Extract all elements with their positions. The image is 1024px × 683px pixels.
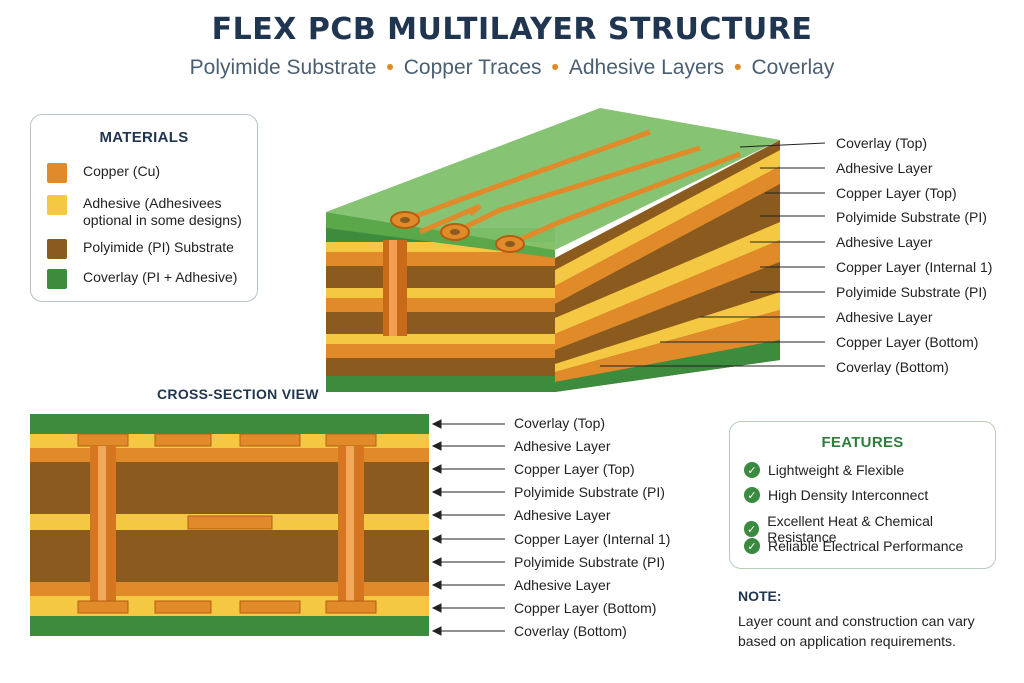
stack-label: Copper Layer (Internal 1) [836, 259, 993, 275]
cross-section-label: Coverlay (Bottom) [514, 623, 627, 639]
page-subtitle: Polyimide Substrate • Copper Traces • Adhesi… [0, 56, 1024, 80]
subtitle-item: Copper Traces [403, 56, 542, 79]
subtitle-separator: • [551, 56, 559, 79]
adhesive-swatch [47, 195, 67, 215]
cross-section-label: Polyimide Substrate (PI) [514, 484, 665, 500]
check-icon: ✓ [744, 462, 760, 478]
subtitle-separator: • [734, 56, 742, 79]
feature-item: ✓ Excellent Heat & Chemical Resistance [744, 513, 995, 545]
cross-section-label: Copper Layer (Bottom) [514, 600, 657, 616]
feature-label: High Density Interconnect [768, 487, 929, 503]
subtitle-item: Coverlay [751, 56, 835, 79]
stack-label: Polyimide Substrate (PI) [836, 284, 987, 300]
legend-label: Coverlay (PI + Adhesive) [83, 269, 238, 285]
stack-label: Coverlay (Top) [836, 135, 928, 151]
features-panel: FEATURES ✓ Lightweight & Flexible ✓ High… [729, 421, 996, 569]
legend-label: Polyimide (PI) Substrate [83, 239, 234, 255]
cross-section-label: Adhesive Layer [514, 507, 611, 523]
feature-label: Reliable Electrical Performance [768, 538, 964, 554]
note-text: Layer count and construction can vary ba… [738, 613, 975, 649]
legend-label: Copper (Cu) [83, 163, 161, 179]
stack-label: Adhesive Layer [836, 234, 933, 250]
check-icon: ✓ [744, 521, 760, 537]
stack-label: Copper Layer (Top) [836, 185, 957, 201]
cross-section-title: CROSS-SECTION VIEW [157, 386, 319, 402]
feature-label: Excellent Heat & Chemical Resistance [767, 513, 933, 545]
materials-title: MATERIALS [99, 129, 189, 146]
subtitle-item: Polyimide Substrate [189, 56, 377, 79]
feature-item: ✓ High Density Interconnect [744, 487, 928, 503]
subtitle-item: Adhesive Layers [568, 56, 725, 79]
legend-label: Adhesive (Adhesivees optional in some de… [83, 195, 242, 228]
stack-label: Adhesive Layer [836, 309, 933, 325]
features-title: FEATURES [821, 434, 904, 451]
check-icon: ✓ [744, 487, 760, 503]
note-title: NOTE: [738, 588, 782, 604]
cross-section-label: Copper Layer (Top) [514, 461, 635, 477]
polyimide-swatch [47, 239, 67, 259]
feature-item: ✓ Lightweight & Flexible [744, 462, 904, 478]
cross-section-label: Coverlay (Top) [514, 415, 606, 431]
feature-item: ✓ Reliable Electrical Performance [744, 538, 963, 554]
stack-label: Adhesive Layer [836, 160, 933, 176]
legend-item-polyimide: Polyimide (PI) Substrate [47, 239, 253, 259]
cross-section-label: Copper Layer (Internal 1) [514, 531, 671, 547]
cross-section-label: Adhesive Layer [514, 438, 611, 454]
copper-swatch [47, 163, 67, 183]
subtitle-separator: • [386, 56, 394, 79]
stack-label: Coverlay (Bottom) [836, 359, 949, 375]
legend-item-adhesive: Adhesive (Adhesivees optional in some de… [47, 195, 253, 229]
feature-label: Lightweight & Flexible [768, 462, 905, 478]
legend-item-copper: Copper (Cu) [47, 163, 253, 183]
coverlay-swatch [47, 269, 67, 289]
stack-label: Polyimide Substrate (PI) [836, 209, 987, 225]
legend-item-coverlay: Coverlay (PI + Adhesive) [47, 269, 253, 289]
stack-label: Copper Layer (Bottom) [836, 334, 979, 350]
cross-section-label: Adhesive Layer [514, 577, 611, 593]
cross-section-label: Polyimide Substrate (PI) [514, 554, 665, 570]
check-icon: ✓ [744, 538, 760, 554]
page-title: FLEX PCB MULTILAYER STRUCTURE [211, 12, 813, 47]
materials-legend: MATERIALS Copper (Cu) Adhesive (Adhesive… [30, 114, 258, 302]
